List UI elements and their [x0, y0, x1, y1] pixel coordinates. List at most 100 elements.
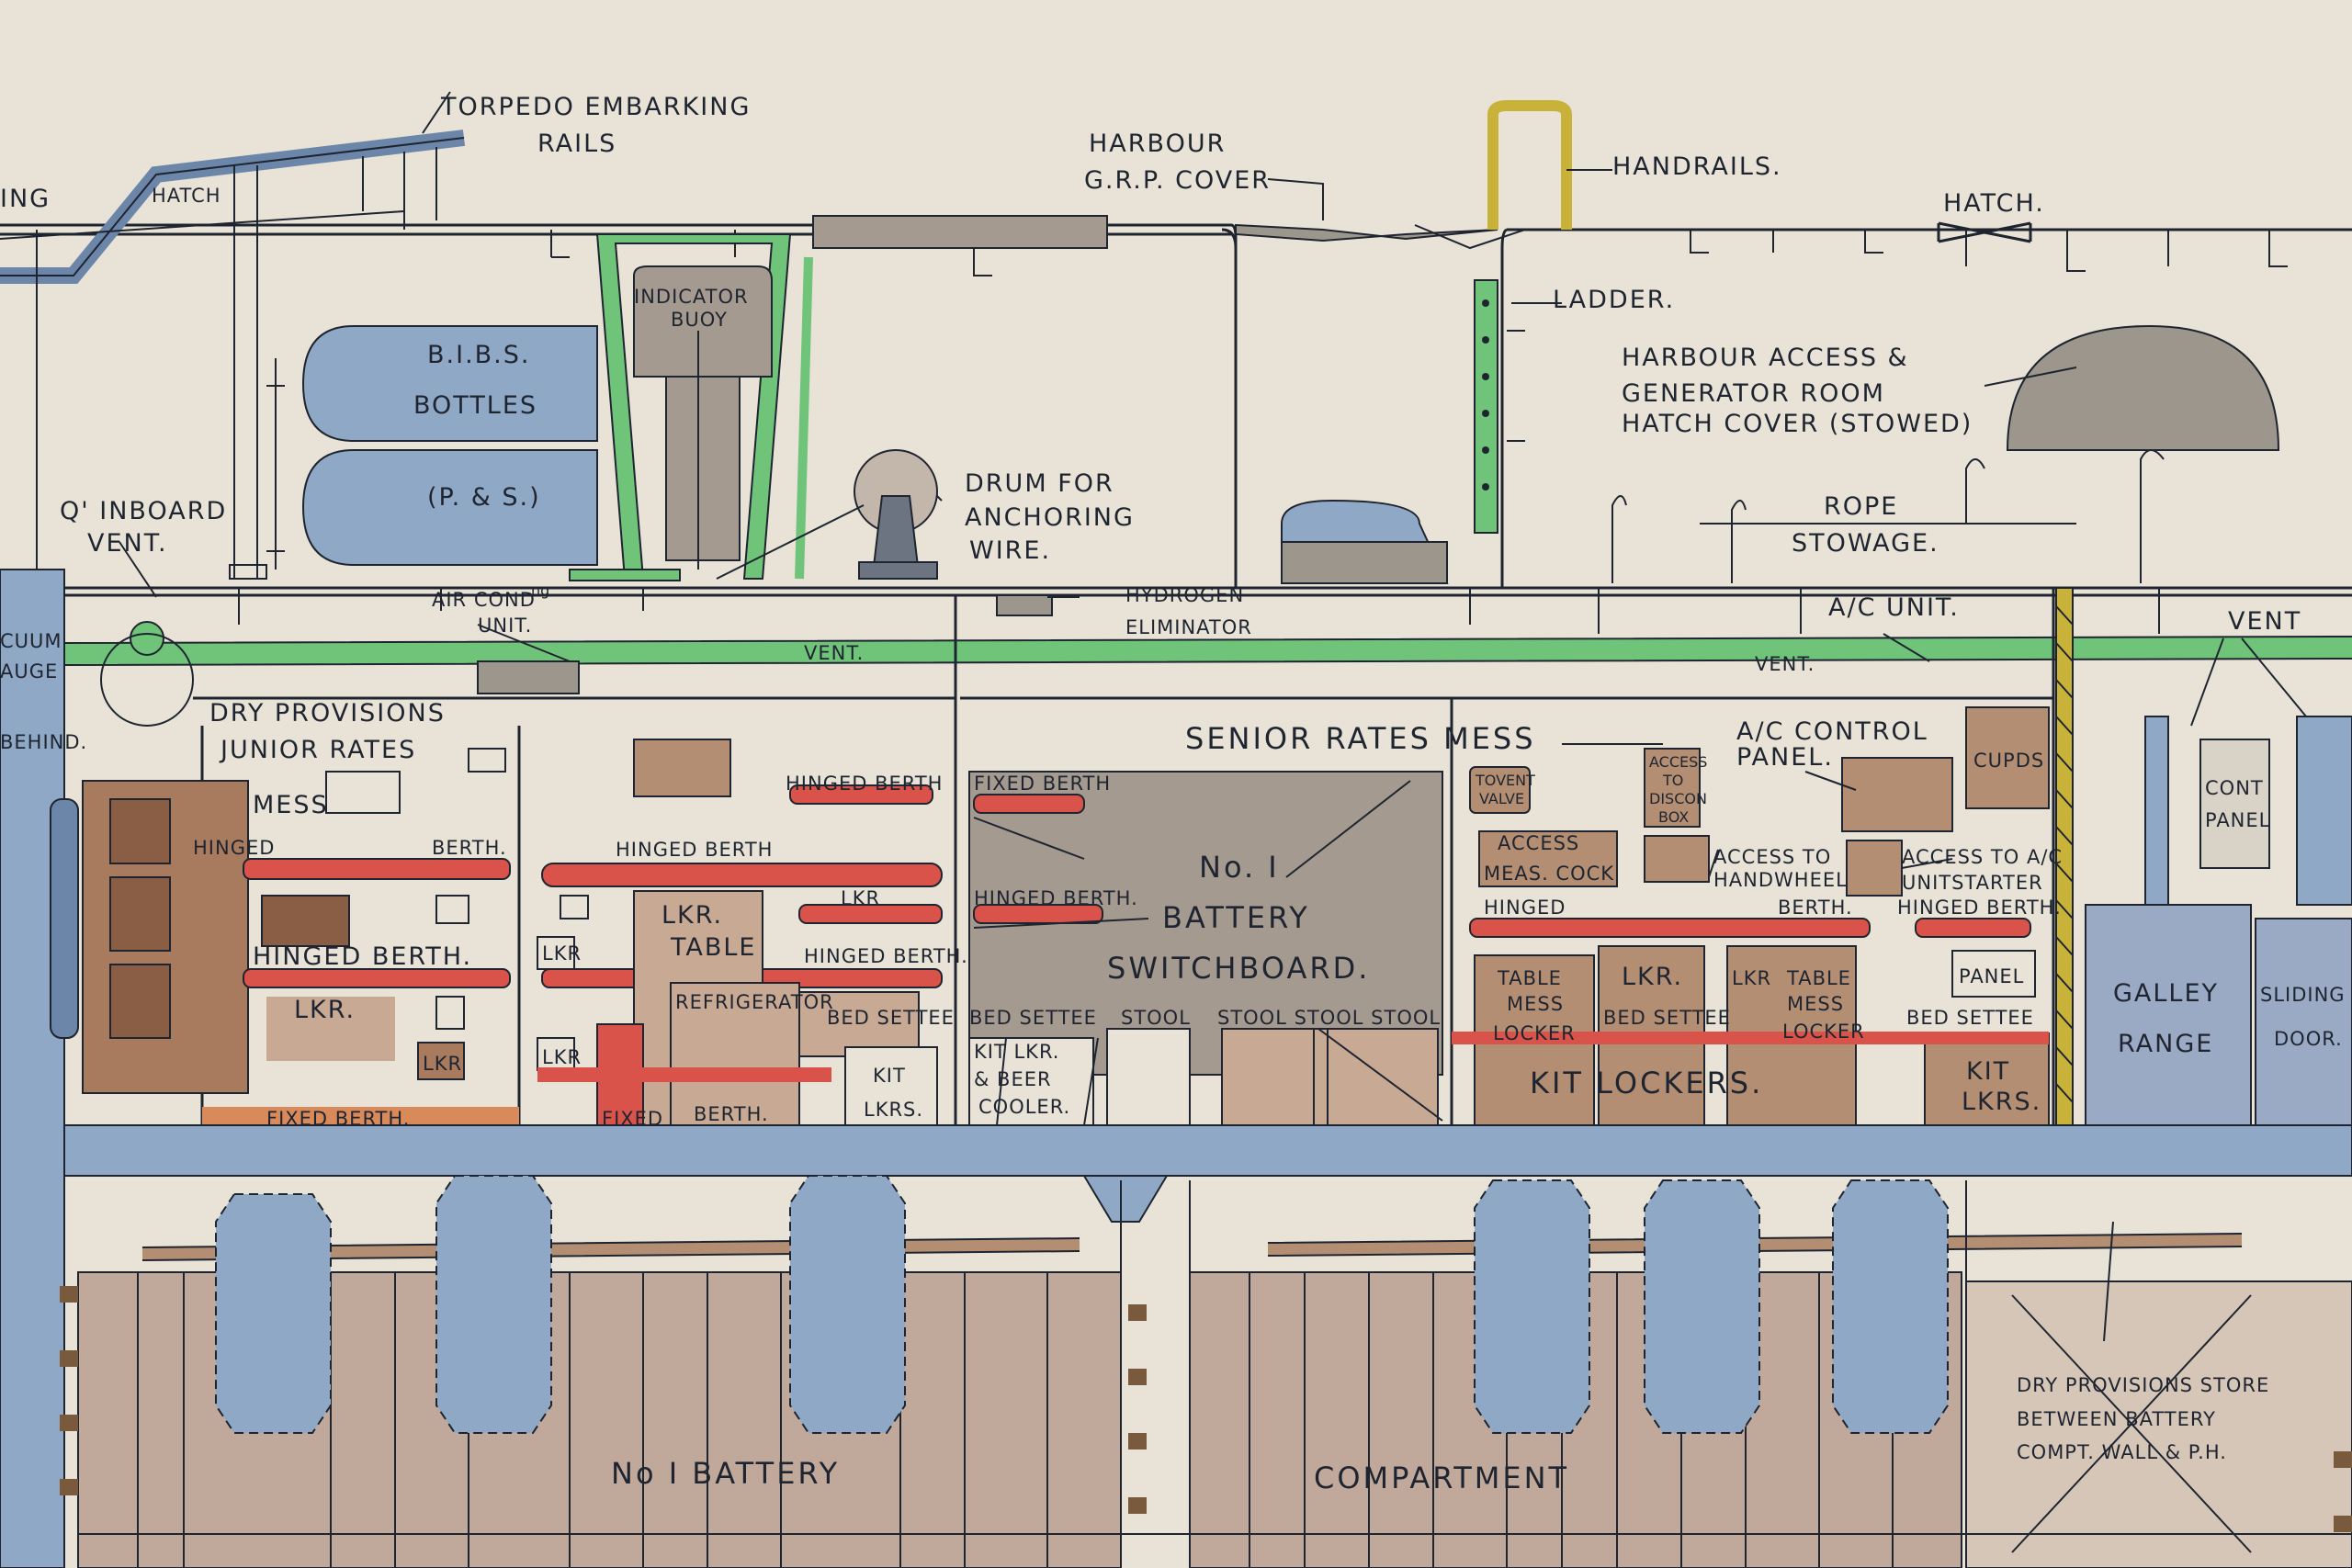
vacuum-label-1: CUUM: [0, 630, 62, 652]
bed-settee-3-label: BED SETTEE: [1603, 1007, 1731, 1029]
torpedo-embarking-rails: [0, 130, 466, 588]
ladder-label: LADDER.: [1553, 286, 1675, 314]
grey-casing-plate: [812, 215, 1108, 249]
stowage-label: STOWAGE.: [1792, 529, 1939, 558]
harbour-cover-label-2: G.R.P. COVER: [1084, 166, 1271, 195]
galley-label-2: RANGE: [2118, 1030, 2213, 1058]
drum-label-2: ANCHORING: [965, 503, 1135, 532]
torpedo-rails-label-2: RAILS: [537, 130, 616, 158]
kit-lkrs-2-label-1: KIT: [1966, 1057, 2010, 1086]
kit-lockers-label: KIT LOCKERS.: [1530, 1066, 1763, 1100]
switchboard-label-3: SWITCHBOARD.: [1107, 951, 1370, 986]
air-cond-label-1: AIR COND: [432, 589, 536, 611]
access-meas-label-1: ACCESS: [1498, 832, 1579, 854]
junior-rates-label: JUNIOR RATES: [219, 736, 416, 764]
ac-starter-label-2: UNITSTARTER: [1902, 872, 2043, 894]
switchboard-label-1: No. I: [1199, 850, 1280, 885]
indicator-buoy-label-2: BUOY: [671, 309, 728, 331]
q-inboard-vent-valve: [130, 621, 164, 656]
disconbox-label-1: ACCESS: [1649, 753, 1707, 771]
vent-line: [63, 637, 2352, 665]
ac-unit-label: A/C UNIT.: [1828, 593, 1960, 622]
tml-2-label-2: MESS: [1787, 993, 1844, 1015]
bottles-label: BOTTLES: [413, 391, 537, 420]
galley-label-1: GALLEY: [2113, 979, 2219, 1008]
tml-2-label-1: TABLE: [1786, 967, 1851, 989]
disconbox-label-2: TO: [1662, 772, 1683, 789]
tovent-label-2: VALVE: [1479, 790, 1524, 807]
lkr-2-label: LKR: [841, 887, 880, 909]
ac-starter-label-1: ACCESS TO A/C: [1902, 846, 2063, 868]
refrigerator-label: REFRIGERATOR: [675, 991, 834, 1013]
bibs-bottles: [266, 325, 598, 570]
ac-control-label-2: PANEL.: [1736, 743, 1834, 772]
rope-label: ROPE: [1824, 492, 1898, 521]
hinged-berth-d-label: HINGED BERTH.: [804, 945, 968, 967]
hydrogen-label-1: HYDROGEN: [1125, 584, 1244, 606]
stool-1-label: STOOL: [1121, 1007, 1191, 1029]
lkr-4-label: LKR: [542, 1046, 582, 1068]
cont-panel-label-2: PANEL: [2205, 809, 2270, 831]
fixed-label: FIXED: [602, 1108, 663, 1130]
grp-cover: [1235, 223, 1498, 243]
torpedo-rails-label-1: TORPEDO EMBARKING: [440, 93, 751, 121]
disconbox-label-4: BOX: [1658, 808, 1689, 826]
hinged-berth-sr2-label: HINGED BERTH.: [1897, 897, 2062, 919]
dry-provisions-label: DRY PROVISIONS: [209, 699, 446, 728]
grp-hinge: [1414, 224, 1526, 250]
ladder: [1474, 279, 1498, 534]
lkr-sr-2-label: LKR: [1732, 967, 1771, 989]
tml-1-label-2: MESS: [1507, 993, 1564, 1015]
hinged-sr-label: HINGED: [1484, 897, 1566, 919]
harbour-access-label-3: HATCH COVER (STOWED): [1622, 410, 1973, 438]
vent-label-2: VENT.: [1755, 653, 1815, 675]
hatch-symbol: [1937, 221, 2032, 243]
ac-control-label-1: A/C CONTROL: [1736, 717, 1928, 746]
indicator-buoy-frame: [569, 233, 813, 581]
kit-lkrs-1-label-2: LKRS.: [864, 1099, 923, 1121]
tml-1-label-3: LOCKER: [1493, 1022, 1576, 1044]
hinged-berth-c-label: HINGED BERTH: [786, 773, 943, 795]
rope-stowage-rails: [1965, 449, 2165, 583]
tml-2-label-3: LOCKER: [1782, 1021, 1865, 1043]
kit-lkr-beer-label-3: COOLER.: [978, 1096, 1070, 1118]
lkr-5-label: LKR: [423, 1053, 462, 1075]
handwheel-label-2: HANDWHEEL: [1713, 869, 1848, 891]
compartment-label: COMPARTMENT: [1314, 1461, 1569, 1495]
fixed-berth-b-label: FIXED BERTH.: [266, 1108, 410, 1130]
dry-store-label-1: DRY PROVISIONS STORE: [2017, 1374, 2269, 1396]
bed-settee-1-label: BED SETTEE: [827, 1007, 955, 1029]
harbour-access-label-1: HARBOUR ACCESS &: [1622, 344, 1909, 372]
hydrogen-label-2: ELIMINATOR: [1125, 616, 1252, 638]
bibs-label: B.I.B.S.: [427, 341, 530, 369]
left-edge-label: ING: [0, 185, 51, 213]
battery-no1-label: No I BATTERY: [611, 1456, 840, 1491]
lkr-table-label-2: TABLE: [670, 933, 757, 962]
lkr-3-label: LKR: [542, 942, 582, 964]
stool-2-label: STOOL STOOL STOOL: [1217, 1007, 1441, 1029]
disconbox-label-3: DISCON: [1649, 790, 1707, 807]
handwheel-label-1: ACCESS TO: [1713, 846, 1831, 868]
kit-lkr-beer-label-2: & BEER: [974, 1068, 1052, 1090]
junior-rates-mess: [82, 748, 519, 1125]
vacuum-label-3: BEHIND.: [0, 731, 87, 753]
hatch-cover-stowed: [2006, 324, 2280, 451]
junior-rates-mid: [537, 739, 943, 1126]
switchboard-label-2: BATTERY: [1162, 900, 1310, 935]
sliding-label-2: DOOR.: [2274, 1028, 2343, 1050]
berth-jr-label: BERTH.: [432, 837, 507, 859]
senior-rates-mess-label: SENIOR RATES MESS: [1185, 721, 1536, 756]
hinged-berth-sr-label: HINGED BERTH.: [974, 887, 1138, 909]
kit-lkrs-2-label-2: LKRS.: [1962, 1088, 2041, 1116]
q-inboard-label-2: VENT.: [87, 529, 168, 558]
tovent-label-1: TOVENT: [1475, 772, 1535, 789]
left-bulkhead: [0, 569, 65, 1568]
sliding-label-1: SLIDING: [2260, 984, 2346, 1006]
indicator-buoy-label-1: INDICATOR: [634, 286, 749, 308]
anchoring-drum: [716, 449, 938, 580]
ps-label: (P. & S.): [427, 483, 541, 512]
tml-1-label-1: TABLE: [1497, 967, 1562, 989]
hydrogen-eliminator: [996, 594, 1053, 616]
harbour-cover-label-1: HARBOUR: [1089, 130, 1226, 158]
mess-jr-label: MESS: [253, 791, 329, 819]
